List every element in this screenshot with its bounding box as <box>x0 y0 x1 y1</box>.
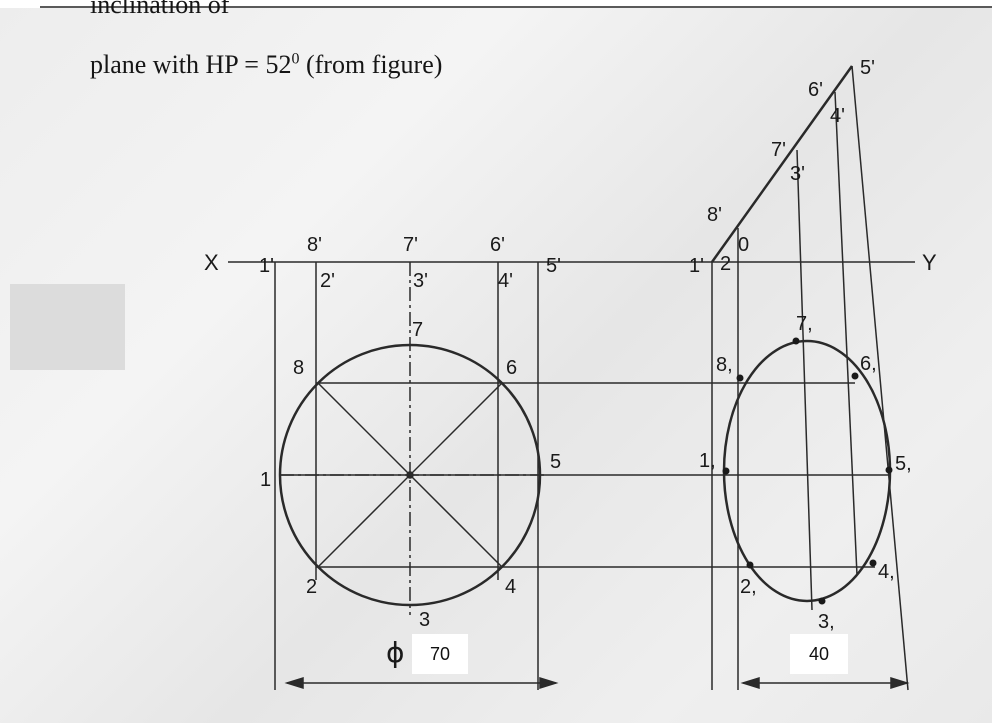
diameter-symbol: ϕ <box>386 636 405 669</box>
inclined-edge-view <box>710 65 854 263</box>
x-label: X <box>204 250 219 275</box>
incl-label-1: 1' <box>689 255 704 277</box>
heading-line-1: inclination of <box>90 0 230 19</box>
point-7-aux <box>792 337 800 345</box>
heading-degree-sup: 0 <box>291 50 300 68</box>
top-label-4: 4 <box>505 576 516 598</box>
arrow-right-70 <box>539 676 559 690</box>
point-5-aux <box>885 466 893 474</box>
arrow-right-40 <box>890 676 910 690</box>
aux-label-3: 3, <box>818 611 835 633</box>
point-6-aux <box>851 372 859 380</box>
incl-label-7: 7' <box>771 139 786 161</box>
front-label-2: 2' <box>320 270 335 292</box>
aux-label-8: 8, <box>716 354 733 376</box>
width-dimension-label: 40 <box>790 634 848 674</box>
front-label-5: 5' <box>546 255 561 277</box>
point-1-aux <box>722 467 730 475</box>
aux-projector-5 <box>851 65 909 691</box>
incl-label-8: 8' <box>707 204 722 226</box>
aux-label-5: 5, <box>895 453 912 475</box>
incl-label-4: 4' <box>830 105 845 127</box>
incl-label-3: 3' <box>790 163 805 185</box>
point-2-aux <box>746 561 754 569</box>
aux-label-2: 2, <box>740 576 757 598</box>
front-label-4: 4' <box>498 270 513 292</box>
point-3-aux <box>818 597 826 605</box>
diameter-dimension-label: 70 <box>412 634 468 674</box>
grey-patch <box>10 284 125 370</box>
incl-label-6: 6' <box>808 79 823 101</box>
arrow-left-40 <box>740 676 760 690</box>
heading-line-2: plane with HP = 520 (from figure) <box>90 50 442 80</box>
front-label-7: 7' <box>403 234 418 256</box>
front-label-1: 1' <box>259 255 274 277</box>
top-label-8: 8 <box>293 357 304 379</box>
aux-label-6: 6, <box>860 353 877 375</box>
front-label-3: 3' <box>413 270 428 292</box>
heading-line-2-text: plane with HP = 52 <box>90 50 292 79</box>
top-label-5: 5 <box>550 451 561 473</box>
incl-label-0: 0 <box>738 234 749 256</box>
top-label-1: 1 <box>260 469 271 491</box>
point-4-aux <box>869 559 877 567</box>
paper-background <box>0 8 992 723</box>
incl-label-5: 5' <box>860 57 875 79</box>
incl-label-2: 2 <box>720 253 731 275</box>
aux-projector-7-3 <box>796 149 813 611</box>
front-label-8: 8' <box>307 234 322 256</box>
arrow-left-70 <box>284 676 304 690</box>
aux-label-4: 4, <box>878 561 895 583</box>
front-label-6: 6' <box>490 234 505 256</box>
top-label-7: 7 <box>412 319 423 341</box>
aux-projector-6-4 <box>834 91 858 576</box>
aux-label-7: 7, <box>796 313 813 335</box>
heading-line-2-suffix: (from figure) <box>299 50 443 79</box>
top-label-6: 6 <box>506 357 517 379</box>
top-label-2: 2 <box>306 576 317 598</box>
top-border-line <box>40 6 992 8</box>
y-label: Y <box>922 250 937 275</box>
aux-label-1: 1, <box>699 450 716 472</box>
point-8-aux <box>736 374 744 382</box>
top-label-3: 3 <box>419 609 430 631</box>
